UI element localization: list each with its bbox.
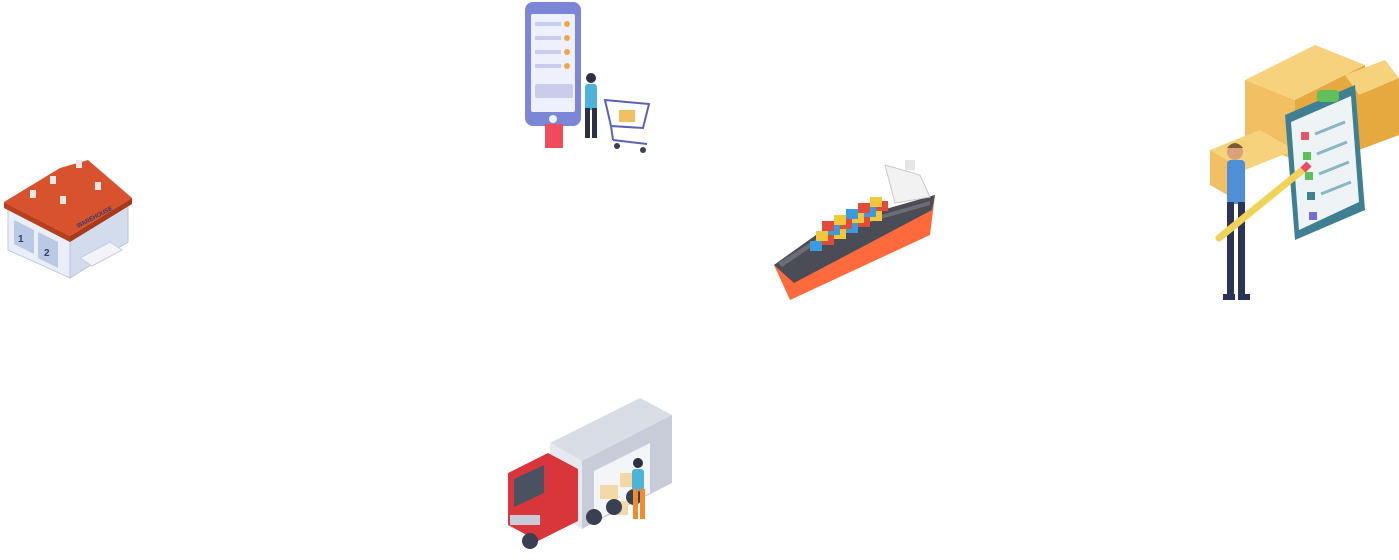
inventory-checklist-illustration	[1205, 40, 1399, 305]
mobile-shopping-illustration	[515, 0, 660, 160]
warehouse-icon: 1 2 WAREHOUSE	[4, 160, 132, 279]
delivery-truck-icon	[508, 398, 672, 549]
warehouse-door-2: 2	[44, 248, 50, 259]
cargo-ship-illustration	[770, 155, 945, 305]
inventory-checklist-icon	[1210, 45, 1399, 300]
cargo-ship-icon	[774, 160, 935, 300]
delivery-truck-illustration	[500, 393, 680, 550]
warehouse-door-1: 1	[18, 234, 24, 245]
warehouse-illustration: 1 2 WAREHOUSE	[0, 150, 140, 285]
mobile-shopping-icon	[525, 2, 651, 153]
